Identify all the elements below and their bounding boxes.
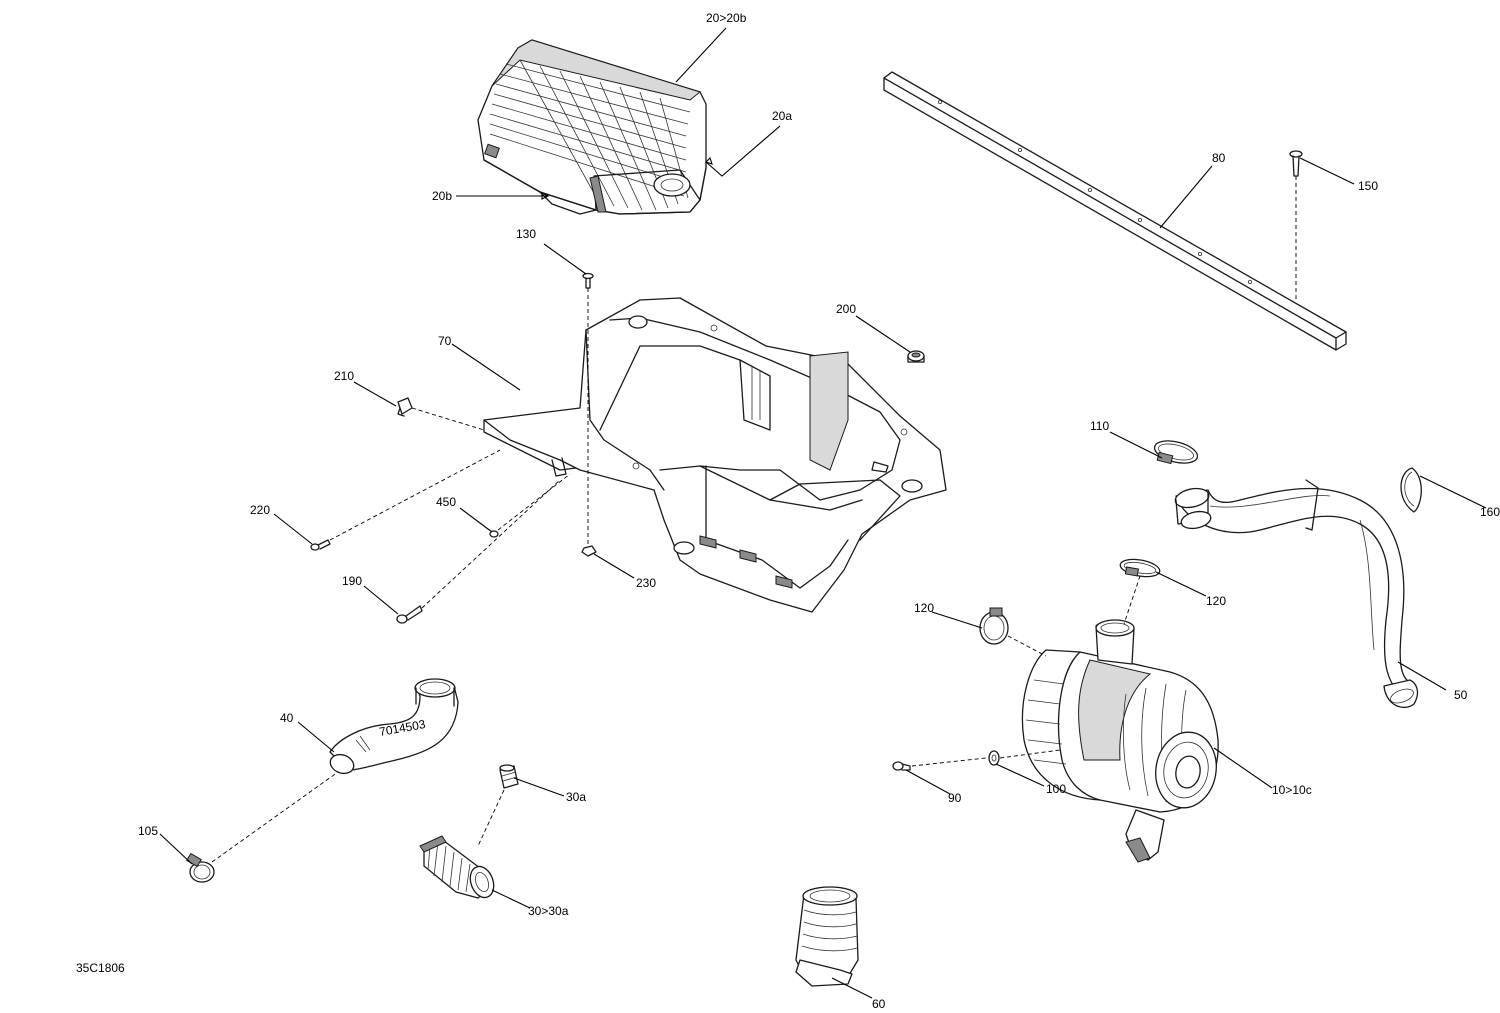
- callout-70: 70: [438, 334, 452, 348]
- callout-200: 200: [836, 302, 856, 316]
- fitting-30a: [499, 764, 519, 789]
- callout-190: 190: [342, 574, 362, 588]
- callout-150: 150: [1358, 179, 1378, 193]
- callout-50: 50: [1454, 688, 1468, 702]
- figure-code: 35C1806: [76, 961, 125, 975]
- clamp-110: [1153, 440, 1199, 465]
- callout-40: 40: [280, 711, 294, 725]
- nut-230: [581, 545, 597, 557]
- alignment-dash-lines: [211, 176, 1297, 863]
- callout-labels: 20>20b 20a 20b 80 150 130 200 70 210 110…: [76, 11, 1500, 1011]
- bolt-90: [892, 761, 911, 771]
- callout-210: 210: [334, 369, 354, 383]
- screw-150: [1289, 150, 1303, 177]
- intake-hose-50: [1174, 479, 1419, 709]
- bolt-220: [310, 539, 331, 551]
- callout-10-10c: 10>10c: [1272, 783, 1312, 797]
- callout-105: 105: [138, 824, 158, 838]
- strap-160: [1400, 467, 1422, 513]
- callout-450: 450: [436, 495, 456, 509]
- callout-120-right: 120: [1206, 594, 1226, 608]
- leader-lines: [159, 27, 1487, 999]
- callout-130: 130: [516, 227, 536, 241]
- callout-60: 60: [872, 997, 886, 1011]
- washer-450: [489, 530, 499, 538]
- adaptor-60: [795, 886, 859, 987]
- callout-30a: 30a: [566, 790, 586, 804]
- callout-160: 160: [1480, 505, 1500, 519]
- clamp-105: [186, 852, 215, 883]
- callout-20a: 20a: [772, 109, 792, 123]
- bolt-190: [396, 605, 423, 624]
- screw-130: [582, 272, 594, 289]
- support-bar: [883, 71, 1347, 351]
- callout-20b: 20b: [432, 189, 452, 203]
- airbox-support: [483, 297, 947, 613]
- clamp-120-right: [1119, 558, 1161, 578]
- clip-nut-210: [397, 397, 413, 417]
- callout-90: 90: [948, 791, 962, 805]
- grommet-200: [907, 350, 925, 363]
- washer-100: [988, 750, 1000, 766]
- air-filter-housing: [1021, 619, 1219, 863]
- callout-120-left: 120: [914, 601, 934, 615]
- callout-220: 220: [250, 503, 270, 517]
- tube-40: [329, 678, 459, 775]
- callout-30-30a: 30>30a: [528, 904, 569, 918]
- callout-20-20b: 20>20b: [706, 11, 747, 25]
- callout-100: 100: [1046, 782, 1066, 796]
- clamp-120-left: [979, 607, 1009, 645]
- bellows-hose-30: [419, 835, 495, 899]
- intercooler-assembly: [477, 39, 707, 215]
- callout-80: 80: [1212, 151, 1226, 165]
- callout-230: 230: [636, 576, 656, 590]
- callout-110: 110: [1090, 419, 1109, 433]
